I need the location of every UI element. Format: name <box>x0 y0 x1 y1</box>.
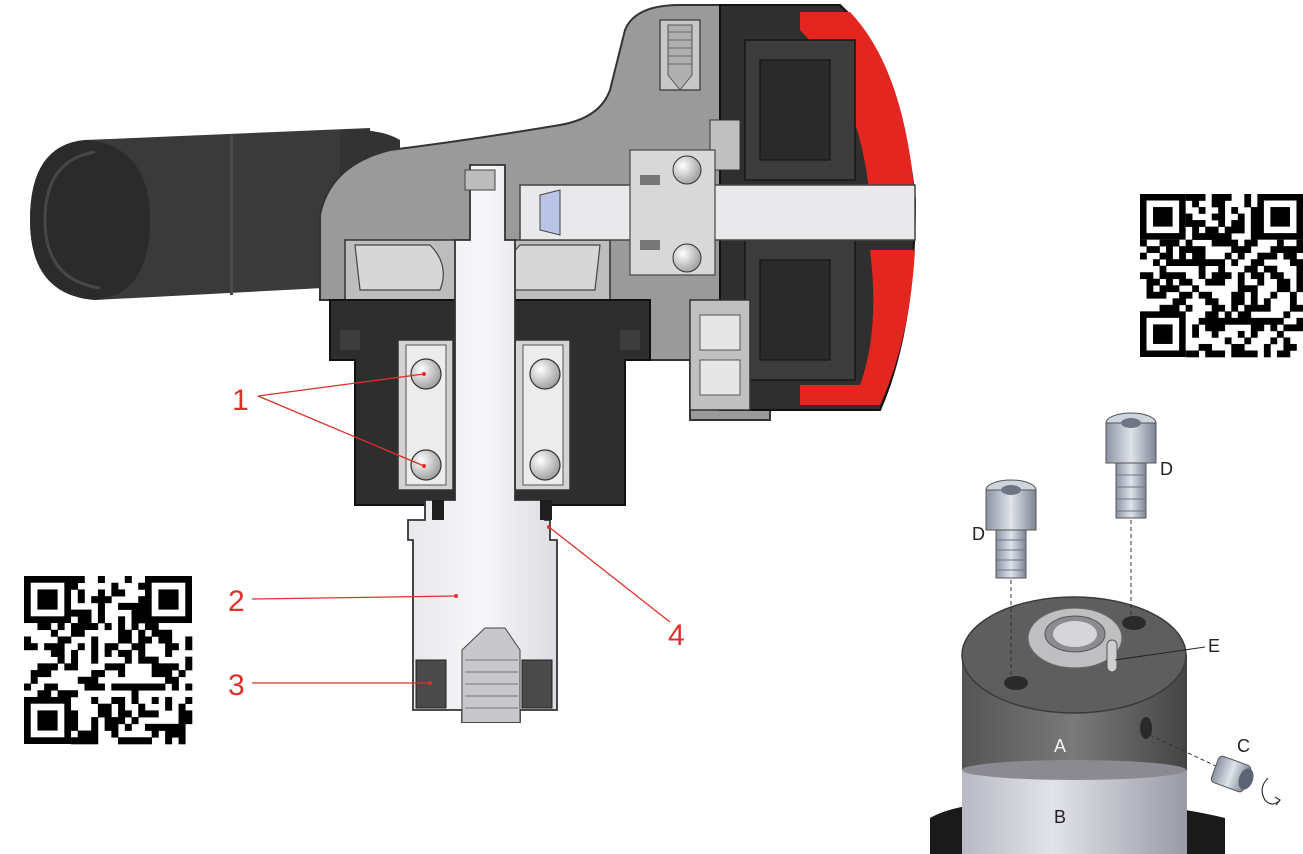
screw-d-left <box>985 479 1037 579</box>
label-d-left: D <box>972 524 985 544</box>
label-d-right: D <box>1160 459 1173 479</box>
spindle <box>407 164 558 723</box>
bearing-right <box>514 339 571 491</box>
qr-code-left <box>24 576 193 745</box>
set-screw-c <box>1210 755 1281 806</box>
main-cross-section <box>30 4 917 723</box>
callout-3: 3 <box>228 669 432 702</box>
label-b: B <box>1054 807 1066 827</box>
screw-d-right <box>1105 412 1157 519</box>
drive-shaft <box>519 149 916 276</box>
callout-1: 1 <box>232 372 426 468</box>
label-c: C <box>1237 736 1250 756</box>
callout-4: 4 <box>547 525 685 652</box>
callout-2: 2 <box>228 585 458 618</box>
detail-view: D D E A B C <box>930 412 1281 854</box>
label-e: E <box>1208 636 1220 656</box>
bearing-left <box>397 339 454 491</box>
callout-1-label: 1 <box>232 384 249 417</box>
callout-3-label: 3 <box>228 669 245 702</box>
qr-code-right <box>1140 194 1303 366</box>
callout-4-label: 4 <box>668 619 685 652</box>
label-a: A <box>1054 736 1066 756</box>
callout-2-label: 2 <box>228 585 245 618</box>
